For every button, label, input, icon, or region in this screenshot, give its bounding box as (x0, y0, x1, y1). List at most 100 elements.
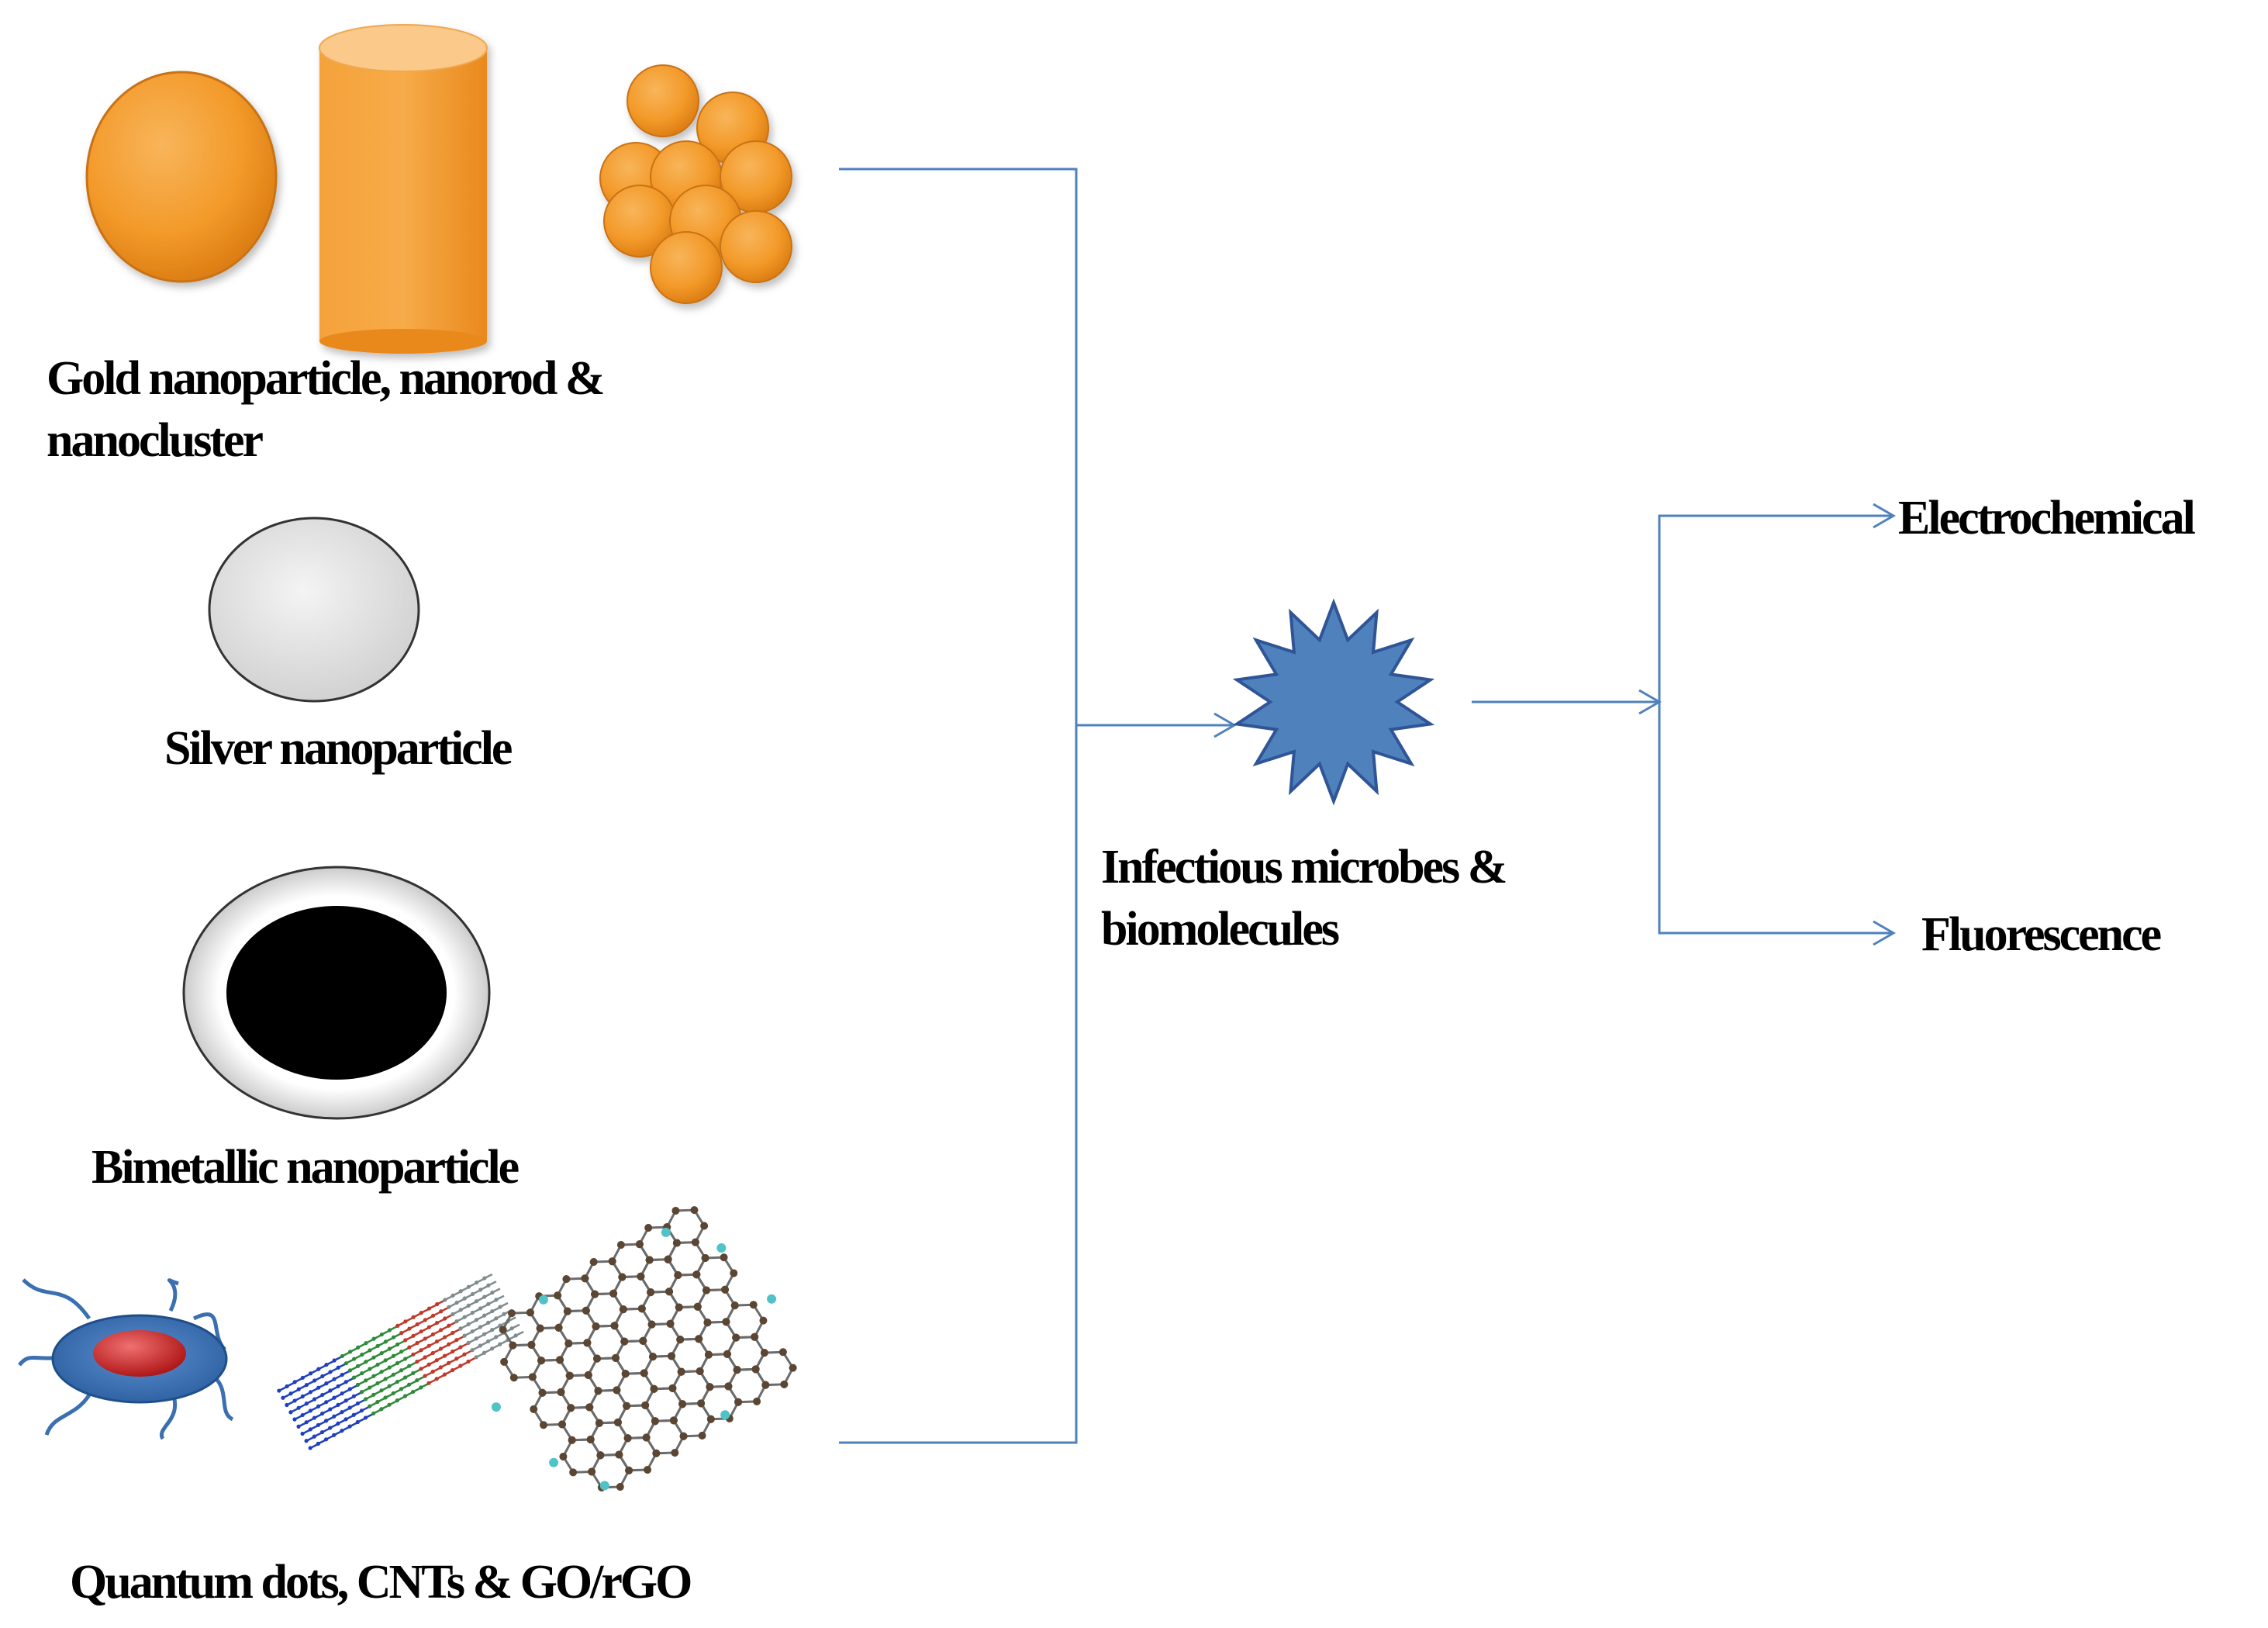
nanotube-atom (383, 1358, 388, 1363)
nanotube-atom (498, 1305, 502, 1309)
nanotube-atom (513, 1333, 518, 1338)
nanotube-atom (359, 1409, 364, 1413)
nanotube-atom (494, 1298, 499, 1302)
nanotube-atom (379, 1388, 384, 1393)
nanotube-atom (347, 1350, 353, 1354)
nanotube-atom (402, 1394, 408, 1398)
nanotube-atom (462, 1352, 467, 1357)
graphene-atom (759, 1316, 768, 1325)
nanotube-atom (458, 1364, 463, 1368)
graphene-atom (695, 1335, 703, 1343)
nanotube-atom (328, 1426, 333, 1430)
nanotube-atom (411, 1315, 416, 1319)
nanotube-atom (423, 1355, 427, 1360)
nanotube-atom (320, 1411, 325, 1416)
nanotube-atom (340, 1409, 344, 1415)
graphene-atom (751, 1332, 759, 1341)
nanotube-atom (426, 1381, 431, 1385)
graphene-atom (610, 1322, 619, 1330)
nanocluster-sphere (650, 231, 723, 304)
graphene-atom (557, 1388, 565, 1396)
nanotube-atom (352, 1357, 357, 1361)
nanotube-atom (482, 1276, 487, 1281)
arrowhead-fluorescence (1873, 920, 1897, 946)
graphene-atom (676, 1336, 685, 1344)
nanotube-atom (407, 1326, 412, 1331)
nanotube-atom (368, 1385, 372, 1390)
nanotube-atom (383, 1395, 388, 1400)
nanotube-atom (446, 1360, 451, 1365)
nanotube-atom (423, 1374, 427, 1378)
nanotube-atom (403, 1357, 408, 1361)
graphene-atom (645, 1256, 654, 1264)
graphene-atom (644, 1223, 653, 1232)
graphene-atom (564, 1339, 573, 1348)
graphene-atom (569, 1468, 578, 1477)
gold-label-line2: nanocluster (47, 414, 264, 467)
nanotube-atom (343, 1398, 348, 1403)
nanotube-atom (486, 1283, 491, 1288)
nanotube-atom (482, 1313, 487, 1318)
nanotube-atom (458, 1345, 463, 1350)
nanotube-atom (402, 1375, 408, 1380)
nanotube-atom (308, 1446, 312, 1450)
graphene-atom (761, 1381, 770, 1389)
graphene-oxide-icon (491, 1206, 797, 1491)
nanotube-atom (387, 1328, 392, 1332)
bimetallic-nanoparticle-icon (182, 866, 491, 1120)
graphene-atom (698, 1431, 706, 1440)
nanotube-atom (407, 1382, 412, 1387)
nanotube-atom (509, 1326, 514, 1331)
nanotube-atom (347, 1387, 352, 1391)
nanotube-atom (426, 1343, 431, 1348)
nanotube-atom (474, 1355, 478, 1360)
nanotube-atom (442, 1353, 447, 1358)
graphene-atom (706, 1383, 714, 1391)
nanotube-atom (399, 1387, 404, 1391)
graphene-atom (608, 1257, 616, 1266)
nanotube-atom (340, 1353, 344, 1359)
nanotube-atom (399, 1368, 404, 1373)
graphene-atom (539, 1421, 547, 1429)
nanotube-atom (474, 1318, 479, 1322)
nanotube-atom (470, 1291, 475, 1297)
nanotube-atom (489, 1346, 495, 1351)
nanotube-atom (312, 1397, 317, 1402)
nanocluster-sphere (627, 64, 699, 137)
nanotube-atom (454, 1338, 459, 1343)
nanotube-atom (454, 1300, 459, 1305)
graphene-atom (567, 1404, 575, 1412)
nanotube-atom (391, 1372, 395, 1377)
nanotube-atom (355, 1419, 360, 1425)
graphene-atom (674, 1271, 682, 1280)
nanotube-atom (466, 1322, 471, 1326)
graphene-atom (672, 1239, 681, 1247)
nanotube-atom (387, 1346, 392, 1351)
fluorescence-label: Fluorescence (1921, 908, 2162, 961)
graphene-atom (734, 1398, 743, 1406)
nanotube-atom (368, 1367, 372, 1371)
graphene-atom (588, 1467, 596, 1476)
graphene-atom (591, 1290, 599, 1298)
nanotube-atom (383, 1339, 388, 1344)
graphene-atom (650, 1384, 658, 1393)
nanotube-atom (300, 1412, 305, 1418)
nanotube-atom (316, 1441, 320, 1446)
graphene-atom (613, 1418, 622, 1426)
graphene-atom (562, 1275, 571, 1284)
nanotube-atom (324, 1362, 329, 1367)
nanotube-atom (359, 1390, 364, 1395)
nanotube-atom (474, 1299, 479, 1304)
nanotube-atom (442, 1372, 447, 1377)
graphene-atom (528, 1373, 537, 1381)
graphene-atom (677, 1367, 685, 1376)
nanotube-atom (458, 1326, 463, 1331)
nanotube-atom (502, 1312, 506, 1316)
nanotube-atom (482, 1332, 487, 1336)
nanotube-atom (379, 1370, 384, 1374)
graphene-atom (623, 1402, 631, 1410)
graphene-atom (644, 1465, 652, 1474)
nanotube-atom (482, 1294, 487, 1299)
nanotube-atom (360, 1370, 364, 1376)
